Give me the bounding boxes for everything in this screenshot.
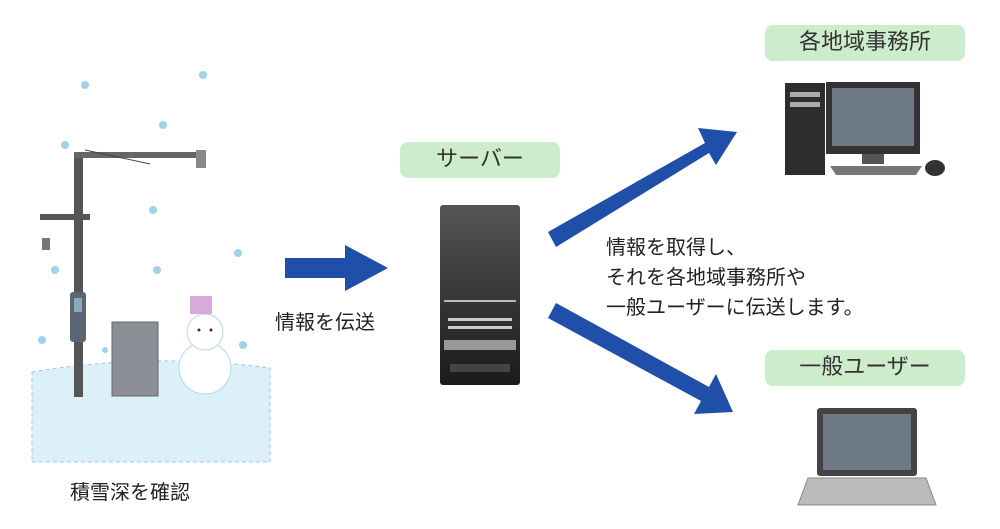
arrow-to-server-icon [285, 245, 388, 291]
arrow-to-office-icon [548, 128, 737, 247]
description-text: 情報を取得し、 それを各地域事務所や 一般ユーザーに伝送します。 [606, 232, 864, 322]
description-line: 一般ユーザーに伝送します。 [606, 295, 864, 319]
snowman-icon [178, 296, 232, 395]
server-icon [440, 205, 520, 385]
sensor-box-icon [111, 321, 159, 397]
snow-gauge-pole-icon [40, 149, 206, 397]
arrow-to-user-icon [548, 303, 733, 414]
snowflakes [38, 71, 247, 353]
laptop-icon [797, 408, 937, 506]
description-line: 情報を取得し、 [606, 235, 746, 259]
office-label: 各地域事務所 [765, 25, 965, 61]
description-line: それを各地域事務所や [606, 265, 806, 289]
transfer-label: 情報を伝送 [275, 310, 375, 334]
user-label: 一般ユーザー [765, 350, 965, 386]
snow-depth-caption: 積雪深を確認 [70, 480, 190, 504]
server-label: サーバー [400, 142, 560, 178]
desktop-pc-icon [785, 82, 945, 176]
